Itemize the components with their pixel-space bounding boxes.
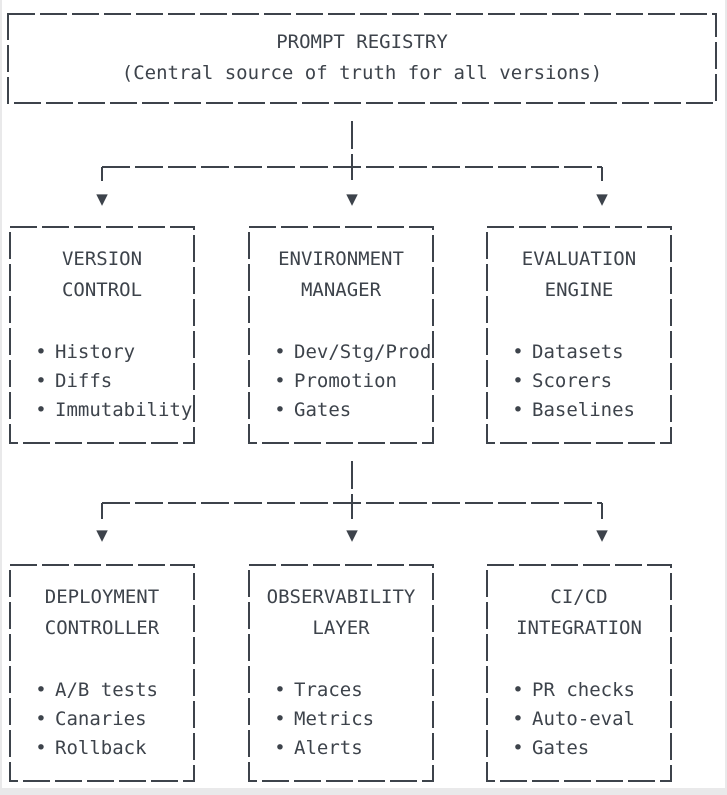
box-title-line: CONTROL (61, 279, 143, 301)
list-item-label: Auto-eval (532, 708, 635, 730)
bullet-icon: • (274, 679, 286, 701)
bullet-icon: • (35, 708, 47, 730)
ci-cd-integration-border (486, 564, 672, 782)
list-item: • Dev/Stg/Prod (274, 340, 431, 364)
prompt-registry-border (7, 13, 717, 104)
list-item: • PR checks (512, 678, 635, 702)
list-item: • History (35, 340, 135, 364)
list-item: • Diffs (35, 369, 112, 393)
list-item: • A/B tests (35, 678, 158, 702)
list-item-label: Datasets (532, 341, 624, 363)
bullet-icon: • (35, 399, 47, 421)
arrow-down-icon: ▼ (96, 190, 108, 208)
box-title-line: MANAGER (300, 279, 382, 301)
bullet-icon: • (35, 737, 47, 759)
bullet-icon: • (512, 737, 524, 759)
box-title-line: CONTROLLER (44, 617, 160, 639)
bullet-icon: • (35, 679, 47, 701)
list-item-label: Immutability (55, 399, 193, 421)
arrow-down-icon: ▼ (596, 190, 608, 208)
observability-layer-border (248, 564, 434, 782)
list-item-label: Rollback (55, 737, 147, 759)
list-item: • Promotion (274, 369, 397, 393)
list-item: • Rollback (35, 736, 147, 760)
arrow-down-icon: ▼ (96, 526, 108, 544)
list-item-label: Alerts (294, 737, 363, 759)
box-title-line: ENVIRONMENT (278, 248, 404, 270)
box-title-line: EVALUATION (521, 248, 637, 270)
list-item-label: Traces (294, 679, 363, 701)
list-item: • Alerts (274, 736, 363, 760)
list-item-label: Dev/Stg/Prod (294, 341, 432, 363)
list-item-label: Scorers (532, 370, 613, 392)
list-item: • Canaries (35, 707, 147, 731)
bullet-icon: • (274, 399, 286, 421)
list-item: • Gates (274, 398, 351, 422)
list-item: • Gates (512, 736, 589, 760)
bullet-icon: • (512, 370, 524, 392)
bullet-icon: • (35, 370, 47, 392)
bullet-icon: • (274, 370, 286, 392)
deployment-controller-border (9, 564, 195, 782)
list-item-label: Diffs (55, 370, 113, 392)
bullet-icon: • (512, 341, 524, 363)
list-item-label: A/B tests (55, 679, 158, 701)
bullet-icon: • (512, 399, 524, 421)
bullet-icon: • (274, 737, 286, 759)
box-title-line: DEPLOYMENT (44, 586, 160, 608)
list-item: • Traces (274, 678, 363, 702)
list-item-label: History (55, 341, 136, 363)
list-item-label: Gates (294, 399, 352, 421)
page-subtitle: (Central source of truth for all version… (121, 62, 603, 84)
box-title-line: OBSERVABILITY (266, 586, 416, 608)
list-item: • Scorers (512, 369, 612, 393)
box-title-line: LAYER (312, 617, 370, 639)
list-item: • Immutability (35, 398, 192, 422)
list-item: • Metrics (274, 707, 374, 731)
list-item: • Datasets (512, 340, 624, 364)
arrow-down-icon: ▼ (346, 526, 358, 544)
list-item-label: PR checks (532, 679, 635, 701)
bullet-icon: • (274, 708, 286, 730)
bullet-icon: • (274, 341, 286, 363)
bullet-icon: • (35, 341, 47, 363)
environment-manager-border (248, 226, 434, 444)
arrow-down-icon: ▼ (596, 526, 608, 544)
list-item-label: Promotion (294, 370, 397, 392)
list-item-label: Canaries (55, 708, 147, 730)
list-item-label: Metrics (294, 708, 375, 730)
box-title-line: CI/CD (550, 586, 608, 608)
list-item: • Baselines (512, 398, 635, 422)
list-item: • Auto-eval (512, 707, 635, 731)
arrow-down-icon: ▼ (346, 190, 358, 208)
version-control-border (9, 226, 195, 444)
box-title-line: ENGINE (544, 279, 614, 301)
box-title-line: INTEGRATION (516, 617, 642, 639)
bullet-icon: • (512, 679, 524, 701)
box-title-line: VERSION (61, 248, 143, 270)
bullet-icon: • (512, 708, 524, 730)
evaluation-engine-border (486, 226, 672, 444)
list-item-label: Gates (532, 737, 590, 759)
list-item-label: Baselines (532, 399, 635, 421)
page-title: PROMPT REGISTRY (276, 31, 448, 53)
